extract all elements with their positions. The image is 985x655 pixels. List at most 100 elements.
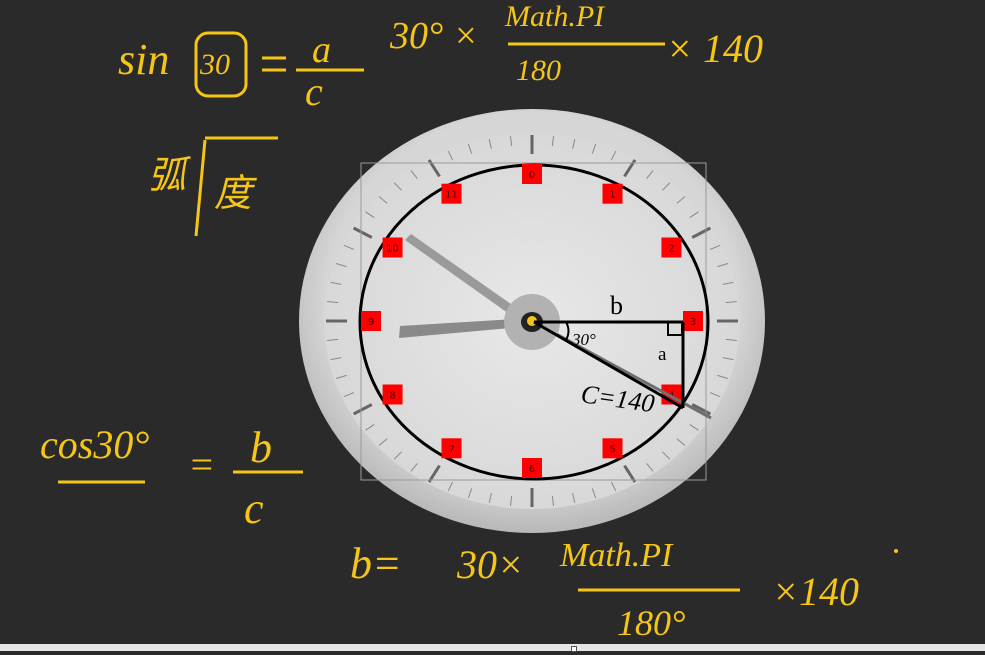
minute-hand: [405, 234, 528, 326]
b-denominator: 180°: [617, 603, 685, 643]
minute-tick: [327, 301, 339, 304]
right-angle-mark: [667, 321, 683, 336]
hour-marker-label: 9: [368, 317, 374, 328]
hypotenuse-c: [533, 320, 684, 410]
minute-tick: [378, 196, 388, 204]
triangle: [533, 320, 685, 410]
stray-dot: [894, 549, 898, 553]
minute-tick: [467, 143, 473, 154]
sin-angle: 30: [199, 48, 230, 81]
minute-ticks: [327, 135, 737, 507]
hour-marker-label: 2: [668, 244, 674, 255]
minute-tick: [393, 451, 402, 460]
hour-marker: 1: [602, 183, 623, 204]
hour-marker-box: [441, 438, 462, 459]
notes: sin 30 a c 30° × Math.PI 180 × 140 弧 度 c…: [40, 0, 898, 643]
radian-numerator: 弧: [148, 155, 192, 197]
hour-marker-box: [661, 237, 682, 258]
cos-lhs: cos30°: [40, 422, 149, 467]
minute-tick: [591, 488, 597, 499]
minute-tick: [689, 424, 699, 431]
hour-marker-box: [382, 384, 403, 405]
clock: 01234567891011: [299, 109, 765, 533]
minute-tick: [335, 374, 347, 379]
hour-tick: [352, 403, 373, 416]
hour-marker-label: 0: [529, 170, 535, 181]
cos-equals: =: [188, 442, 215, 487]
sin-denominator: c: [305, 69, 323, 114]
minute-tick: [330, 281, 342, 285]
b-expression: 30×: [456, 542, 524, 587]
minute-tick: [327, 338, 339, 341]
minute-tick: [343, 392, 355, 398]
math-pi: Math.PI: [504, 0, 606, 33]
minute-tick: [722, 281, 734, 285]
hour-marker: 11: [441, 183, 462, 204]
hour-marker-box: [522, 164, 542, 184]
minute-tick: [722, 357, 734, 361]
minute-tick: [676, 438, 686, 446]
minute-tick: [662, 451, 671, 460]
minute-tick: [709, 244, 721, 250]
minute-tick: [393, 182, 402, 191]
radian-denominator: 度: [214, 173, 258, 215]
hour-tick: [623, 464, 637, 483]
minute-tick: [410, 170, 418, 179]
hour-marker: 7: [441, 438, 462, 459]
minute-tick: [551, 495, 555, 507]
minute-tick: [551, 135, 555, 147]
minute-tick: [467, 488, 473, 499]
hour-tick: [427, 464, 441, 483]
cos-numerator: b: [250, 423, 272, 472]
minute-tick: [709, 392, 721, 398]
cos-denominator: c: [244, 484, 264, 533]
minute-tick: [646, 170, 654, 179]
hour-tick: [691, 403, 712, 416]
b-equals: b=: [350, 539, 402, 588]
minute-tick: [365, 424, 375, 431]
hour-marker-box: [602, 438, 623, 459]
hour-marker-box: [522, 458, 542, 478]
sin-lhs: sin: [118, 35, 169, 84]
hour-marker-box: [602, 183, 623, 204]
angle-arc: [565, 321, 570, 341]
hour-marker-label: 3: [690, 317, 696, 328]
hour-marker-label: 5: [609, 444, 615, 455]
hour-marker: 3: [683, 311, 703, 331]
minute-tick: [343, 244, 355, 250]
minute-tick: [572, 138, 576, 149]
math-denominator: 180: [516, 54, 561, 87]
sin-angle-box: [194, 31, 248, 98]
minute-tick: [717, 263, 729, 268]
minute-tick: [572, 493, 576, 504]
math-times: × 140: [666, 26, 763, 71]
minute-tick: [610, 150, 617, 161]
minute-tick: [591, 143, 597, 154]
minute-tick: [509, 495, 513, 507]
hour-markers: 01234567891011: [361, 164, 703, 478]
minute-tick: [646, 463, 654, 472]
hour-marker-label: 11: [445, 190, 458, 201]
minute-tick: [717, 374, 729, 379]
hour-marker-label: 10: [386, 244, 399, 255]
hour-hand: [399, 318, 533, 338]
minute-tick: [676, 196, 686, 204]
hour-marker: 5: [602, 438, 623, 459]
minute-tick: [410, 463, 418, 472]
sin-numerator: a: [312, 29, 331, 71]
hour-tick: [352, 226, 373, 239]
minute-tick: [610, 481, 617, 492]
cursor-marker: [571, 646, 577, 652]
hour-marker-label: 8: [389, 391, 395, 402]
minute-tick: [488, 138, 492, 149]
hour-marker-box: [683, 311, 703, 331]
hour-marker: 0: [522, 164, 542, 184]
hour-marker: 10: [382, 237, 403, 258]
minute-tick: [447, 150, 454, 161]
hour-marker: 2: [661, 237, 682, 258]
hour-marker: 6: [522, 458, 542, 478]
b-times: ×140: [772, 569, 859, 614]
minute-tick: [725, 338, 737, 341]
